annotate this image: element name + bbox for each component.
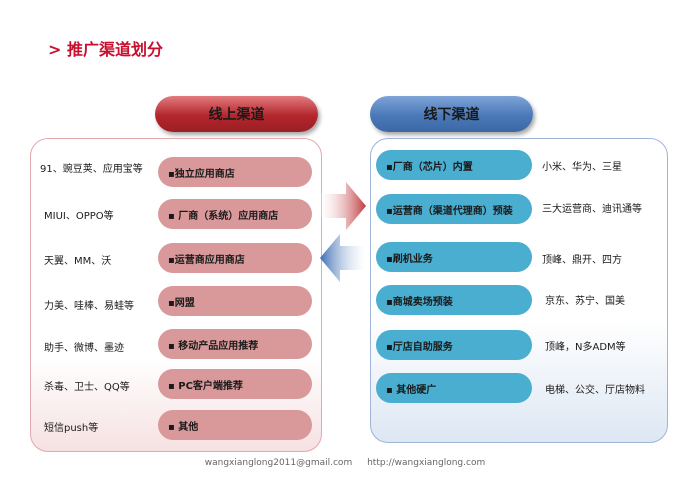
online-example-label: 力美、哇棒、易蛙等 <box>44 301 134 312</box>
online-example-label: 天翼、MM、沃 <box>44 256 112 267</box>
left-arrow-icon <box>320 234 366 282</box>
offline-channel-pill: ▪刷机业务 <box>376 242 532 272</box>
offline-channel-pill: ▪厅店自助服务 <box>376 330 532 360</box>
online-example-label: MIUI、OPPO等 <box>44 211 114 222</box>
online-channel-pill: ▪ 厂商（系统）应用商店 <box>158 199 312 229</box>
online-channel-pill: ▪ PC客户端推荐 <box>158 369 312 399</box>
online-channel-pill: ▪ 移动产品应用推荐 <box>158 329 312 359</box>
online-example-label: 杀毒、卫士、QQ等 <box>44 382 130 393</box>
footer-url: http://wangxianglong.com <box>367 458 486 468</box>
online-channel-pill: ▪ 其他 <box>158 410 312 440</box>
offline-example-label: 顶峰，N多ADM等 <box>545 342 626 353</box>
offline-example-label: 小米、华为、三星 <box>542 162 622 173</box>
footer-email: wangxianglong2011@gmail.com <box>204 458 353 468</box>
offline-channel-pill: ▪ 其他硬广 <box>376 373 532 403</box>
online-channel-pill: ▪运营商应用商店 <box>158 243 312 273</box>
online-example-label: 短信push等 <box>44 423 99 434</box>
offline-channels-header: 线下渠道 <box>370 96 533 132</box>
offline-channel-pill: ▪厂商（芯片）内置 <box>376 150 532 180</box>
offline-example-label: 京东、苏宁、国美 <box>545 296 625 307</box>
online-channel-pill: ▪网盟 <box>158 286 312 316</box>
online-channel-pill: ▪独立应用商店 <box>158 157 312 187</box>
online-example-label: 助手、微博、墨迹 <box>44 343 124 354</box>
offline-example-label: 电梯、公交、厅店物料 <box>545 385 645 396</box>
online-channels-header: 线上渠道 <box>155 96 318 132</box>
offline-example-label: 三大运营商、迪讯通等 <box>542 204 642 215</box>
offline-channel-pill: ▪运营商（渠道代理商）预装 <box>376 194 532 224</box>
footer: wangxianglong2011@gmail.com http://wangx… <box>0 458 690 468</box>
offline-example-label: 顶峰、鼎开、四方 <box>542 255 622 266</box>
offline-channel-pill: ▪商城卖场预装 <box>376 285 532 315</box>
right-arrow-icon <box>320 182 366 230</box>
online-example-label: 91、豌豆荚、应用宝等 <box>40 164 143 175</box>
page-title: > 推广渠道划分 <box>48 40 163 59</box>
